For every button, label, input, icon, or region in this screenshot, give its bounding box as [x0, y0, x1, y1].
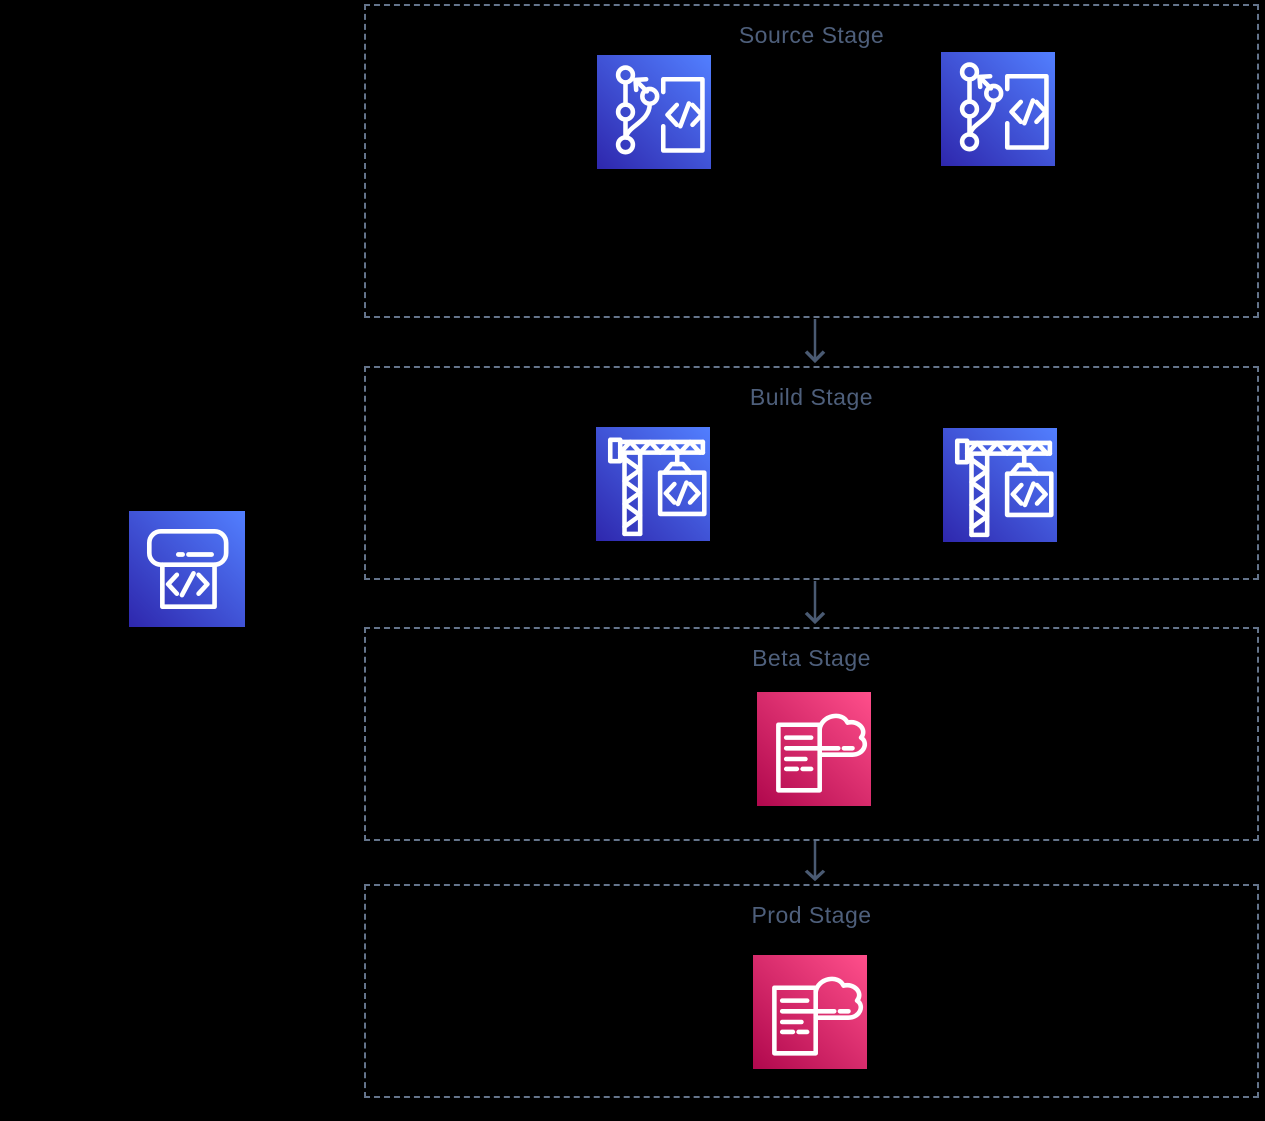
cdk-pipeline-icon	[129, 511, 245, 627]
source-to-build-arrow-icon	[803, 319, 827, 365]
beta-to-prod-arrow-icon	[803, 841, 827, 883]
cloudformation-icon	[753, 955, 867, 1069]
source-stage-title: Source Stage	[738, 22, 885, 48]
build-to-beta-arrow-icon	[803, 581, 827, 626]
codebuild-icon	[596, 427, 710, 541]
codecommit-icon	[597, 55, 711, 169]
build-stage-box: Build Stage	[364, 366, 1259, 580]
codecommit-icon	[941, 52, 1055, 166]
prod-stage-box: Prod Stage	[364, 884, 1259, 1098]
beta-stage-title: Beta Stage	[752, 645, 871, 671]
beta-stage-box: Beta Stage	[364, 627, 1259, 841]
prod-stage-title: Prod Stage	[751, 902, 872, 928]
source-stage-box: Source Stage	[364, 4, 1259, 318]
build-stage-title: Build Stage	[749, 384, 874, 410]
codebuild-icon	[943, 428, 1057, 542]
cloudformation-icon	[757, 692, 871, 806]
